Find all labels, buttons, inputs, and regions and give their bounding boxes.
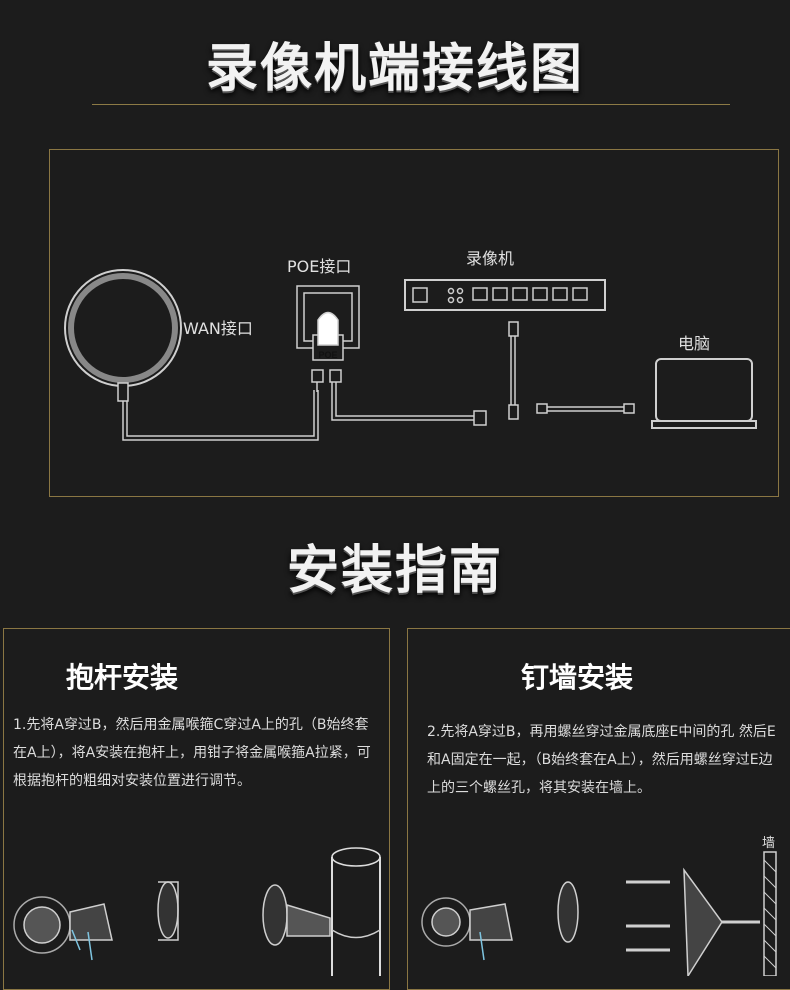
wall-label: 墙	[762, 836, 776, 851]
poe-interface-label: POE接口	[287, 257, 352, 276]
pole-illustration	[331, 847, 381, 976]
wall-dish-illustration	[421, 897, 513, 961]
metal-base-e-illustration	[683, 867, 723, 976]
poe-plug-label: POE	[318, 350, 337, 360]
wall-bracket-illustration	[557, 881, 579, 943]
wall-install-description: 2.先将A穿过B，再用螺丝穿过金属底座E中间的孔 然后E和A固定在一起，（B始终…	[427, 724, 776, 796]
title-divider	[92, 104, 730, 105]
bracket-b-illustration	[157, 881, 179, 941]
wiring-diagram-title: 录像机端接线图	[205, 39, 584, 99]
wall-illustration	[763, 851, 777, 976]
nvr-label: 录像机	[466, 249, 515, 268]
wan-interface-label: WAN接口	[183, 319, 253, 338]
wiring-diagram-panel	[49, 149, 779, 497]
antenna-dish-illustration	[13, 896, 113, 961]
mount-assembly-illustration	[262, 884, 331, 946]
pc-label: 电脑	[678, 334, 711, 353]
wall-install-title: 钉墙安装	[521, 661, 634, 694]
pole-install-title: 抱杆安装	[66, 661, 179, 694]
pole-install-description: 1.先将A穿过B，然后用金属喉箍C穿过A上的孔（B始终套在A上），将A安装在抱杆…	[13, 717, 371, 789]
install-guide-title: 安装指南	[286, 541, 503, 601]
nvr-icon	[404, 279, 606, 311]
